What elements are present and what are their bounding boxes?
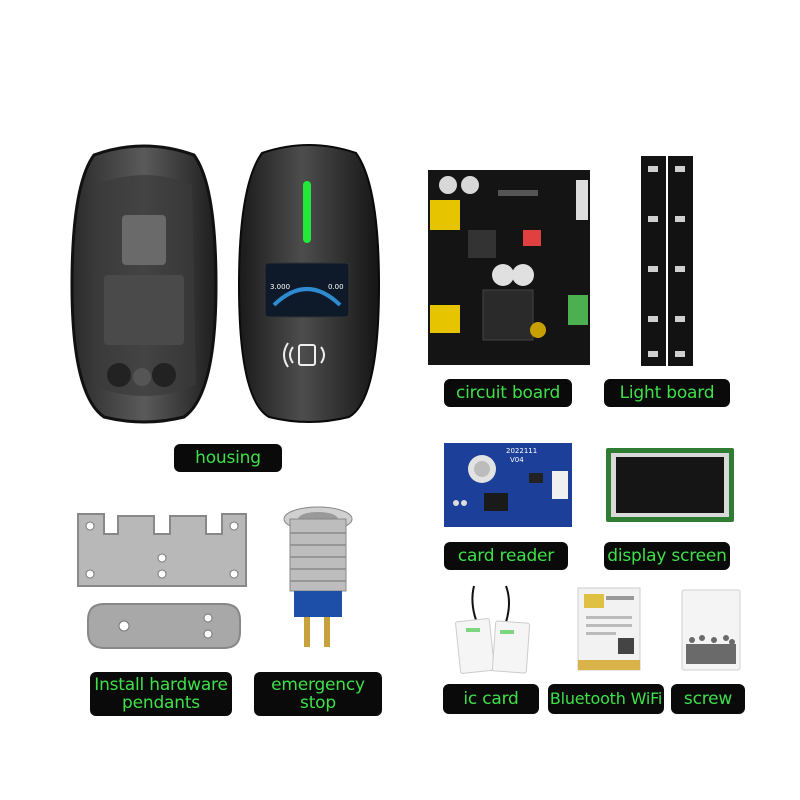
bluetooth-wifi-module-image [577, 587, 641, 671]
install-hardware-label: Install hardware pendants [90, 672, 232, 716]
card-reader-ver: V04 [510, 456, 524, 464]
card-reader-date: 2022111 [506, 447, 537, 455]
display-screen-image [606, 448, 734, 522]
circuit-board-image [428, 170, 590, 365]
screw-bag-image [681, 589, 741, 671]
ic-card-label: ic card [443, 684, 539, 714]
light-board-label: Light board [604, 379, 730, 407]
light-board-image [641, 156, 693, 366]
emergency-stop-image [283, 506, 353, 647]
bluetooth-wifi-label: Bluetooth WiFi [548, 684, 664, 714]
housing-label: housing [174, 444, 282, 472]
display-screen-label: display screen [604, 542, 730, 570]
led-indicator [303, 181, 311, 243]
mount-bracket-image [77, 513, 247, 649]
ic-card-image [455, 585, 531, 674]
nfc-icon [283, 342, 325, 368]
housing-open-image [70, 144, 218, 424]
screen-readout-left: 3.000 [270, 283, 290, 291]
housing-front-image: 3.000 0.00 [237, 144, 381, 423]
card-reader-label: card reader [444, 542, 568, 570]
screen-readout-right: 0.00 [328, 283, 344, 291]
card-reader-image: 2022111 V04 [444, 443, 572, 527]
screw-label: screw [671, 684, 745, 714]
emergency-stop-label: emergency stop [254, 672, 382, 716]
circuit-board-label: circuit board [444, 379, 572, 407]
